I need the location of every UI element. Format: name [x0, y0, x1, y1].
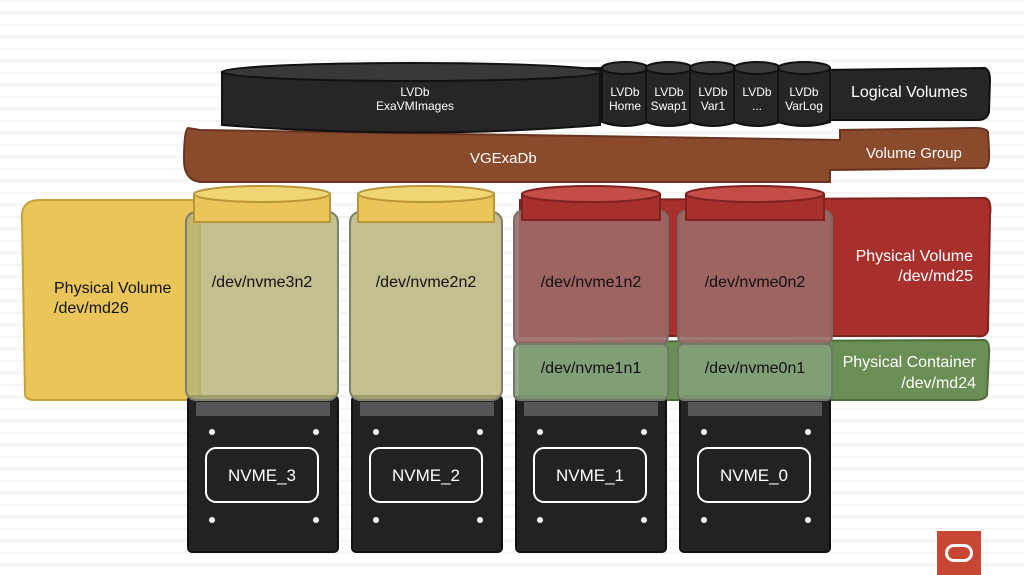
lv-main-line1: LVDb — [400, 85, 430, 99]
drive-nvme2-label: NVME_2 — [391, 466, 461, 485]
oracle-logo — [937, 531, 981, 575]
lv-exavmimages-label: LVDb ExaVMImages — [290, 85, 540, 113]
lv-home-label: LVDb Home — [603, 85, 647, 113]
pc-md24-label: Physical Container /dev/md24 — [834, 352, 976, 394]
pc-md24-line2: /dev/md24 — [901, 375, 976, 392]
lv-home-line2: Home — [608, 99, 641, 113]
lv-main-line2: ExaVMImages — [375, 99, 455, 113]
volume-group-name: VGExaDb — [470, 150, 537, 167]
lv-home-line1: LVDb — [610, 85, 640, 99]
lv-swap1-label: LVDb Swap1 — [647, 85, 691, 113]
nvme3n2-label: /dev/nvme3n2 — [211, 274, 313, 291]
lv-small-cylinders — [601, 61, 831, 127]
partition-cylinders — [185, 185, 833, 401]
nvme2n2-label: /dev/nvme2n2 — [375, 274, 477, 291]
lv-var1-line1: LVDb — [698, 85, 728, 99]
pc-md24-line1: Physical Container — [842, 354, 976, 371]
pv-md25-line2: /dev/md25 — [898, 268, 973, 285]
logical-volumes-label: Logical Volumes — [851, 84, 968, 101]
volume-group-label: Volume Group — [866, 145, 962, 162]
nvme1n2-label: /dev/nvme1n2 — [540, 274, 642, 291]
lv-label-band — [819, 66, 992, 121]
pv-md26-label: Physical Volume /dev/md26 — [54, 279, 171, 319]
pv-md25-label: Physical Volume /dev/md25 — [848, 247, 973, 287]
drive-nvme0-label: NVME_0 — [719, 466, 789, 485]
lv-ellipsis-line1: LVDb — [742, 85, 772, 99]
drives — [187, 395, 831, 553]
drive-nvme1-label: NVME_1 — [555, 466, 625, 485]
lv-varlog-line1: LVDb — [789, 85, 819, 99]
lv-varlog-line2: VarLog — [785, 99, 823, 113]
nvme0n1-label: /dev/nvme0n1 — [704, 360, 806, 377]
lv-main-body — [221, 66, 601, 134]
lv-var1-line2: Var1 — [700, 99, 726, 113]
pv-md26-line1: Physical Volume — [54, 280, 172, 297]
nvme1n1-label: /dev/nvme1n1 — [540, 360, 642, 377]
pv-md25-line1: Physical Volume — [855, 248, 973, 265]
vg-ribbon — [182, 126, 991, 183]
pv-md26-ribbon — [20, 199, 201, 401]
drive-nvme3-label: NVME_3 — [227, 466, 297, 485]
nvme0n2-label: /dev/nvme0n2 — [704, 274, 806, 291]
lv-ellipsis-line2: ... — [751, 99, 762, 113]
oracle-ring-icon — [945, 544, 973, 562]
pv-md26-line2: /dev/md26 — [54, 300, 129, 317]
lv-var1-label: LVDb Var1 — [691, 85, 735, 113]
lv-swap1-line2: Swap1 — [650, 99, 688, 113]
lv-swap1-line1: LVDb — [654, 85, 684, 99]
lv-ellipsis-label: LVDb ... — [735, 85, 779, 113]
lv-varlog-label: LVDb VarLog — [782, 85, 826, 113]
